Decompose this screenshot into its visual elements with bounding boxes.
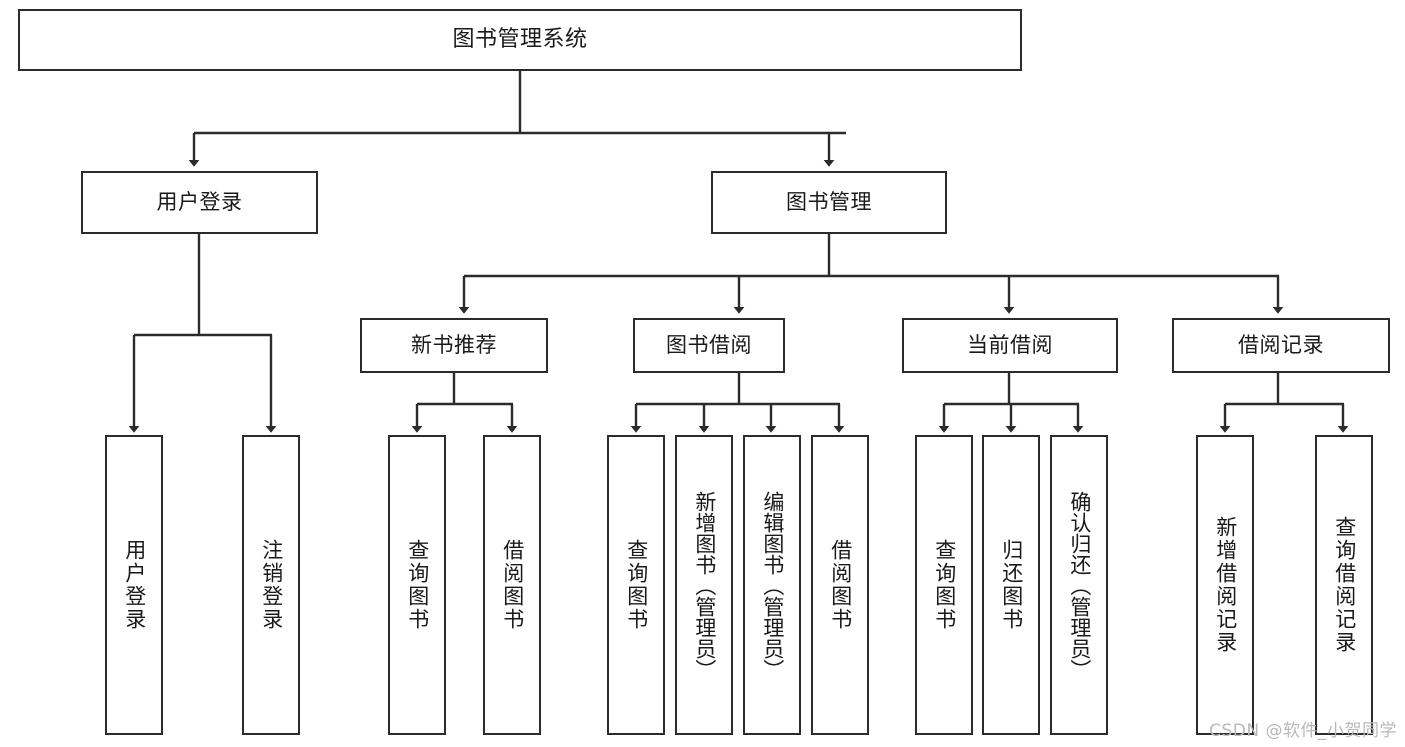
leaf-label: 查询图书: [932, 539, 957, 631]
leaf-label: 归还图书: [999, 539, 1024, 631]
leaf-new-book-borrow-book[interactable]: 借阅图书: [483, 435, 541, 735]
leaf-label: 查询借阅记录: [1332, 516, 1357, 654]
leaf-label: 新增借阅记录: [1213, 516, 1238, 654]
leaf-label: 编辑图书（管理员）: [760, 490, 785, 680]
leaf-user-login-signin[interactable]: 用户登录: [105, 435, 163, 735]
leaf-label: 确认归还（管理员）: [1067, 490, 1092, 680]
leaf-label: 查询图书: [405, 539, 430, 631]
node-new-book-recommendation-label: 新书推荐: [411, 332, 497, 357]
leaf-borrow-borrow-book[interactable]: 借阅图书: [811, 435, 869, 735]
leaf-current-confirm-return-admin[interactable]: 确认归还（管理员）: [1050, 435, 1108, 735]
node-borrow-records-label: 借阅记录: [1238, 332, 1324, 357]
leaf-label: 新增图书（管理员）: [692, 490, 717, 680]
leaf-label: 用户登录: [122, 539, 147, 631]
node-current-borrowing[interactable]: 当前借阅: [902, 318, 1118, 373]
leaf-borrow-edit-book-admin[interactable]: 编辑图书（管理员）: [743, 435, 801, 735]
node-book-management-label: 图书管理: [786, 189, 872, 214]
node-new-book-recommendation[interactable]: 新书推荐: [360, 318, 548, 373]
leaf-records-query-record[interactable]: 查询借阅记录: [1315, 435, 1373, 735]
leaf-records-add-record[interactable]: 新增借阅记录: [1196, 435, 1254, 735]
node-book-borrowing[interactable]: 图书借阅: [633, 318, 785, 373]
node-user-login[interactable]: 用户登录: [81, 171, 318, 234]
leaf-current-query-book[interactable]: 查询图书: [915, 435, 973, 735]
node-current-borrowing-label: 当前借阅: [967, 332, 1053, 357]
node-user-login-label: 用户登录: [156, 189, 243, 214]
leaf-user-login-signout[interactable]: 注销登录: [242, 435, 300, 735]
leaf-new-book-query-book[interactable]: 查询图书: [388, 435, 446, 735]
leaf-label: 注销登录: [259, 539, 284, 631]
node-book-management[interactable]: 图书管理: [711, 171, 947, 234]
leaf-borrow-query-book[interactable]: 查询图书: [607, 435, 665, 735]
node-borrow-records[interactable]: 借阅记录: [1172, 318, 1390, 373]
leaf-label: 查询图书: [624, 539, 649, 631]
leaf-label: 借阅图书: [500, 539, 525, 631]
leaf-borrow-add-book-admin[interactable]: 新增图书（管理员）: [675, 435, 733, 735]
node-root-book-management-system[interactable]: 图书管理系统: [18, 9, 1022, 71]
leaf-current-return-book[interactable]: 归还图书: [982, 435, 1040, 735]
node-book-borrowing-label: 图书借阅: [666, 332, 752, 357]
csdn-watermark: CSDN @软件_小贺同学: [1209, 721, 1397, 741]
leaf-label: 借阅图书: [828, 539, 853, 631]
node-root-label: 图书管理系统: [452, 26, 588, 52]
